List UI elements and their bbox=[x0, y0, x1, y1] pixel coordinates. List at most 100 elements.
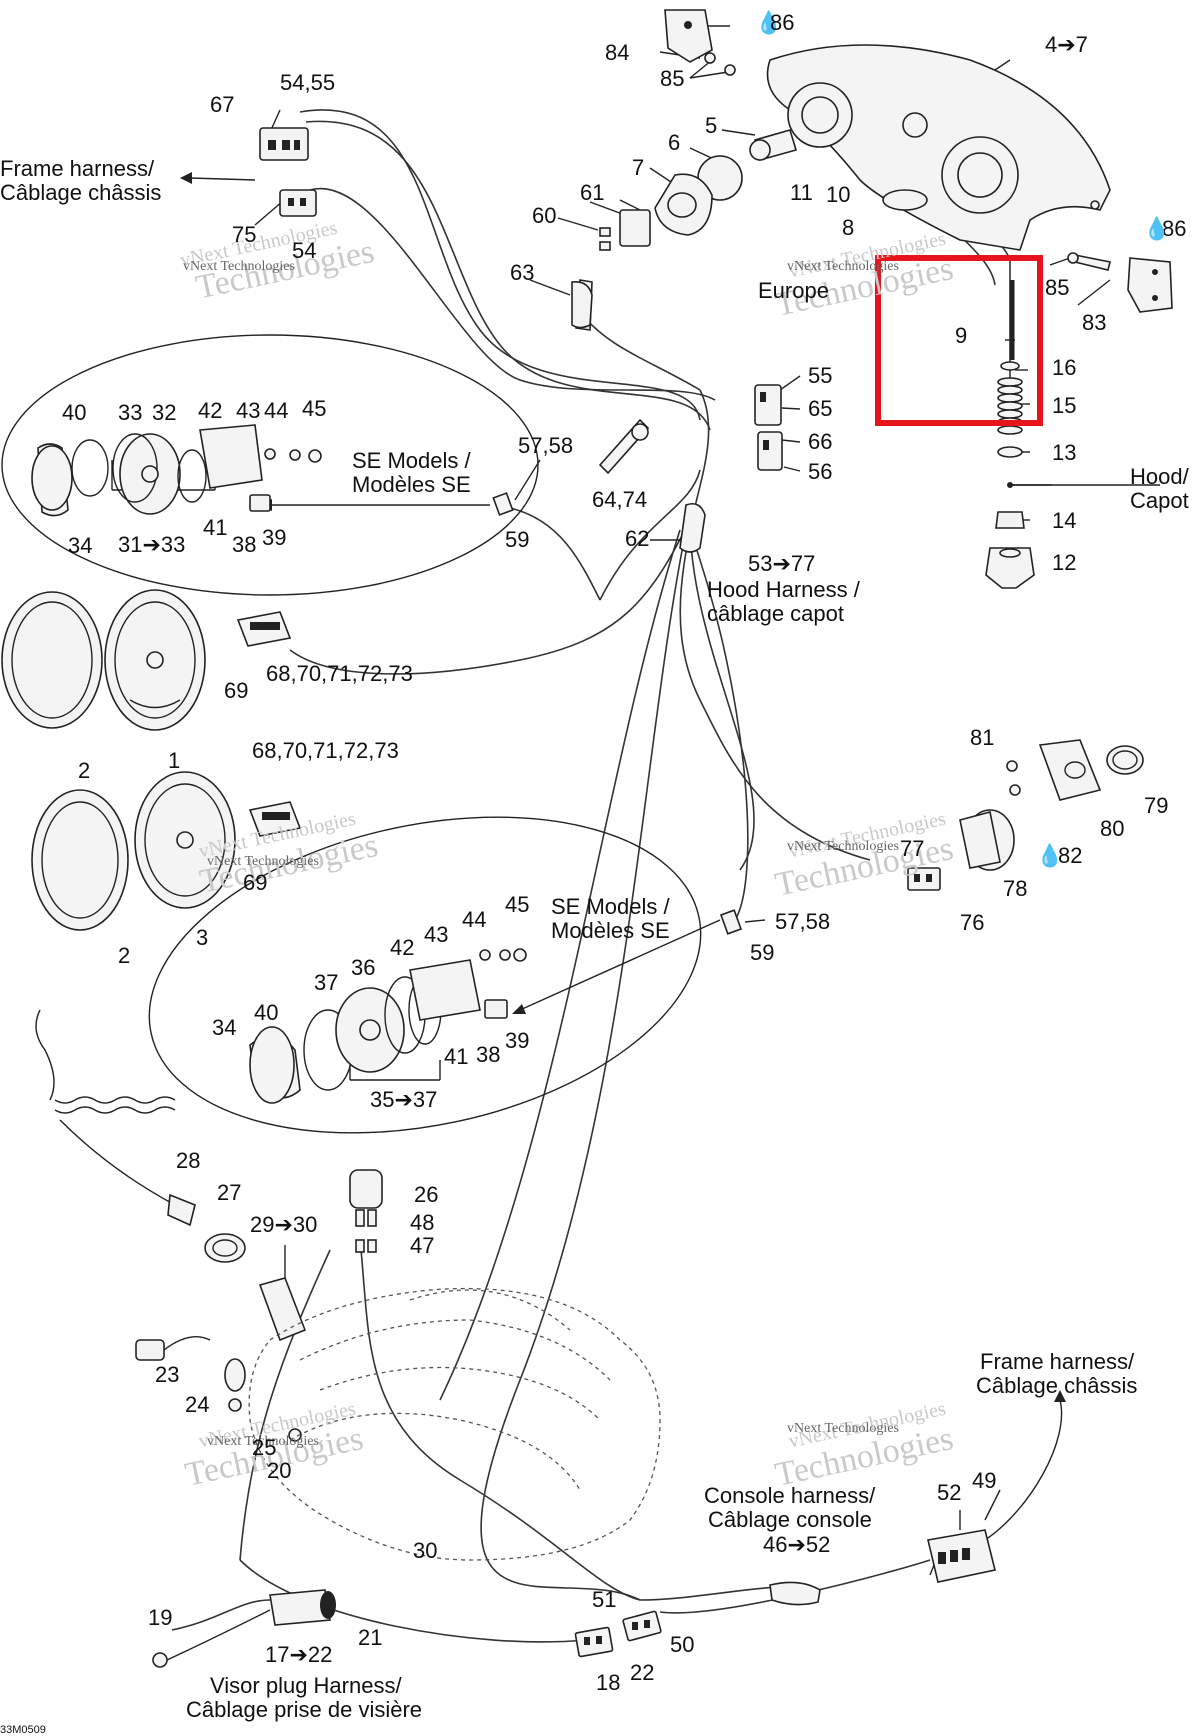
part-label: 7 bbox=[632, 155, 644, 180]
part-label: 69 bbox=[224, 678, 248, 703]
part-label: 85 bbox=[1045, 275, 1069, 300]
part-label: 25 bbox=[252, 1435, 276, 1460]
part-label: 65 bbox=[808, 396, 832, 421]
part-label: 63 bbox=[510, 260, 534, 285]
part-label: 3 bbox=[196, 925, 208, 950]
part-label: 77 bbox=[900, 836, 924, 861]
grommet-46-52 bbox=[769, 1581, 821, 1606]
connector-67 bbox=[259, 127, 309, 161]
watermark-label: vNext Technologies bbox=[207, 1434, 319, 1449]
part-label: 38 bbox=[232, 532, 256, 557]
visor-plug bbox=[152, 1589, 336, 1668]
part-label: 43 bbox=[424, 922, 448, 947]
se-models-mid-caption: SE Models / bbox=[551, 894, 670, 919]
visor-plug-caption-fr: Câblage prise de visière bbox=[186, 1697, 422, 1722]
part-label: 86 bbox=[1162, 216, 1186, 241]
part-label: 83 bbox=[1082, 310, 1106, 335]
console-housing-outline bbox=[248, 1287, 661, 1561]
part-label: 59 bbox=[505, 527, 529, 552]
headlight-assembly bbox=[766, 44, 1111, 251]
part-label: 22 bbox=[630, 1660, 654, 1685]
plug-23-24 bbox=[135, 1336, 302, 1442]
part-label: 68,70,71,72,73 bbox=[252, 738, 399, 763]
se-gauge-mid bbox=[249, 948, 527, 1104]
part-label: 30 bbox=[413, 1538, 437, 1563]
part-label: 59 bbox=[750, 940, 774, 965]
grommet-62 bbox=[679, 502, 706, 553]
part-label: 68,70,71,72,73 bbox=[266, 661, 413, 686]
part-label: 34 bbox=[212, 1015, 236, 1040]
part-label: 2 bbox=[78, 758, 90, 783]
part-label: 41 bbox=[203, 515, 227, 540]
part-label: 28 bbox=[176, 1148, 200, 1173]
part-label: 18 bbox=[596, 1670, 620, 1695]
part-label: 16 bbox=[1052, 355, 1076, 380]
part-label: 19 bbox=[148, 1605, 172, 1630]
part-label: 21 bbox=[358, 1625, 382, 1650]
drop-icon: 💧 bbox=[1143, 216, 1170, 241]
connector-75 bbox=[279, 189, 317, 217]
part-label: 32 bbox=[152, 400, 176, 425]
adjuster-stack bbox=[985, 280, 1035, 589]
part-labels: 54,55 67 75 54 84 💧 86 85 4➔7 5 6 7 61 6… bbox=[62, 10, 1186, 1695]
console-harness-caption: Console harness/ bbox=[704, 1483, 876, 1508]
part-label: 45 bbox=[302, 396, 326, 421]
part-label: 1 bbox=[168, 748, 180, 773]
se-models-top-caption-fr: Modèles SE bbox=[352, 472, 471, 497]
part-label: 42 bbox=[198, 398, 222, 423]
part-label: 82 bbox=[1058, 843, 1082, 868]
part-label: 69 bbox=[243, 870, 267, 895]
part-label: 54,55 bbox=[280, 70, 335, 95]
part-label: 81 bbox=[970, 725, 994, 750]
part-label: 40 bbox=[62, 400, 86, 425]
part-label: 5 bbox=[705, 113, 717, 138]
frame-harness-top-caption: Frame harness/ bbox=[0, 156, 155, 181]
part-label: 60 bbox=[532, 203, 556, 228]
bracket-84 bbox=[664, 9, 736, 76]
part-label: 85 bbox=[660, 66, 684, 91]
part-label: 84 bbox=[605, 40, 629, 65]
accessory-outlet-group bbox=[907, 739, 1144, 891]
hood-harness-caption-fr: câblage capot bbox=[707, 601, 844, 626]
part-label: 61 bbox=[580, 180, 604, 205]
part-label: 17➔22 bbox=[265, 1642, 332, 1667]
clip-8 bbox=[882, 189, 928, 211]
part-label: 39 bbox=[505, 1028, 529, 1053]
part-label: 78 bbox=[1003, 876, 1027, 901]
part-label: 52 bbox=[937, 1480, 961, 1505]
part-label: 75 bbox=[232, 222, 256, 247]
part-label: 10 bbox=[826, 182, 850, 207]
connector-56 bbox=[757, 431, 783, 471]
part-label: 24 bbox=[185, 1392, 209, 1417]
part-label: 35➔37 bbox=[370, 1087, 437, 1112]
part-label: 12 bbox=[1052, 550, 1076, 575]
part-label: 50 bbox=[670, 1632, 694, 1657]
connector-22-18 bbox=[574, 1626, 614, 1658]
se-models-top-caption: SE Models / bbox=[352, 448, 471, 473]
europe-caption: Europe bbox=[758, 278, 829, 303]
part-label: 29➔30 bbox=[250, 1212, 317, 1237]
part-label: 14 bbox=[1052, 508, 1076, 533]
watermark-label: vNext Technologies bbox=[183, 259, 295, 274]
connector-50-51 bbox=[622, 1610, 662, 1642]
part-label: 47 bbox=[410, 1233, 434, 1258]
part-label: 79 bbox=[1144, 793, 1168, 818]
part-label: 42 bbox=[390, 935, 414, 960]
part-label: 💧 bbox=[1036, 843, 1063, 868]
part-label: 54 bbox=[292, 238, 316, 263]
part-label: 56 bbox=[808, 459, 832, 484]
se-models-callout-top bbox=[1, 334, 539, 596]
hood-caption: Hood/ bbox=[1130, 464, 1190, 489]
part-label: 57,58 bbox=[518, 433, 573, 458]
frame-harness-top-caption-fr: Câblage châssis bbox=[0, 180, 161, 205]
gauge-lower bbox=[31, 771, 236, 931]
part-label: 26 bbox=[414, 1182, 438, 1207]
watermark-label: vNext Technologies bbox=[787, 839, 899, 854]
part-label: 38 bbox=[476, 1042, 500, 1067]
part-label: 41 bbox=[444, 1044, 468, 1069]
part-label: 27 bbox=[217, 1180, 241, 1205]
part-label: 46➔52 bbox=[763, 1532, 830, 1557]
watermark-small: vNext Technologies vNext Technologies vN… bbox=[183, 259, 899, 1449]
connector-59-mid bbox=[719, 909, 743, 935]
connector-65 bbox=[754, 384, 782, 426]
